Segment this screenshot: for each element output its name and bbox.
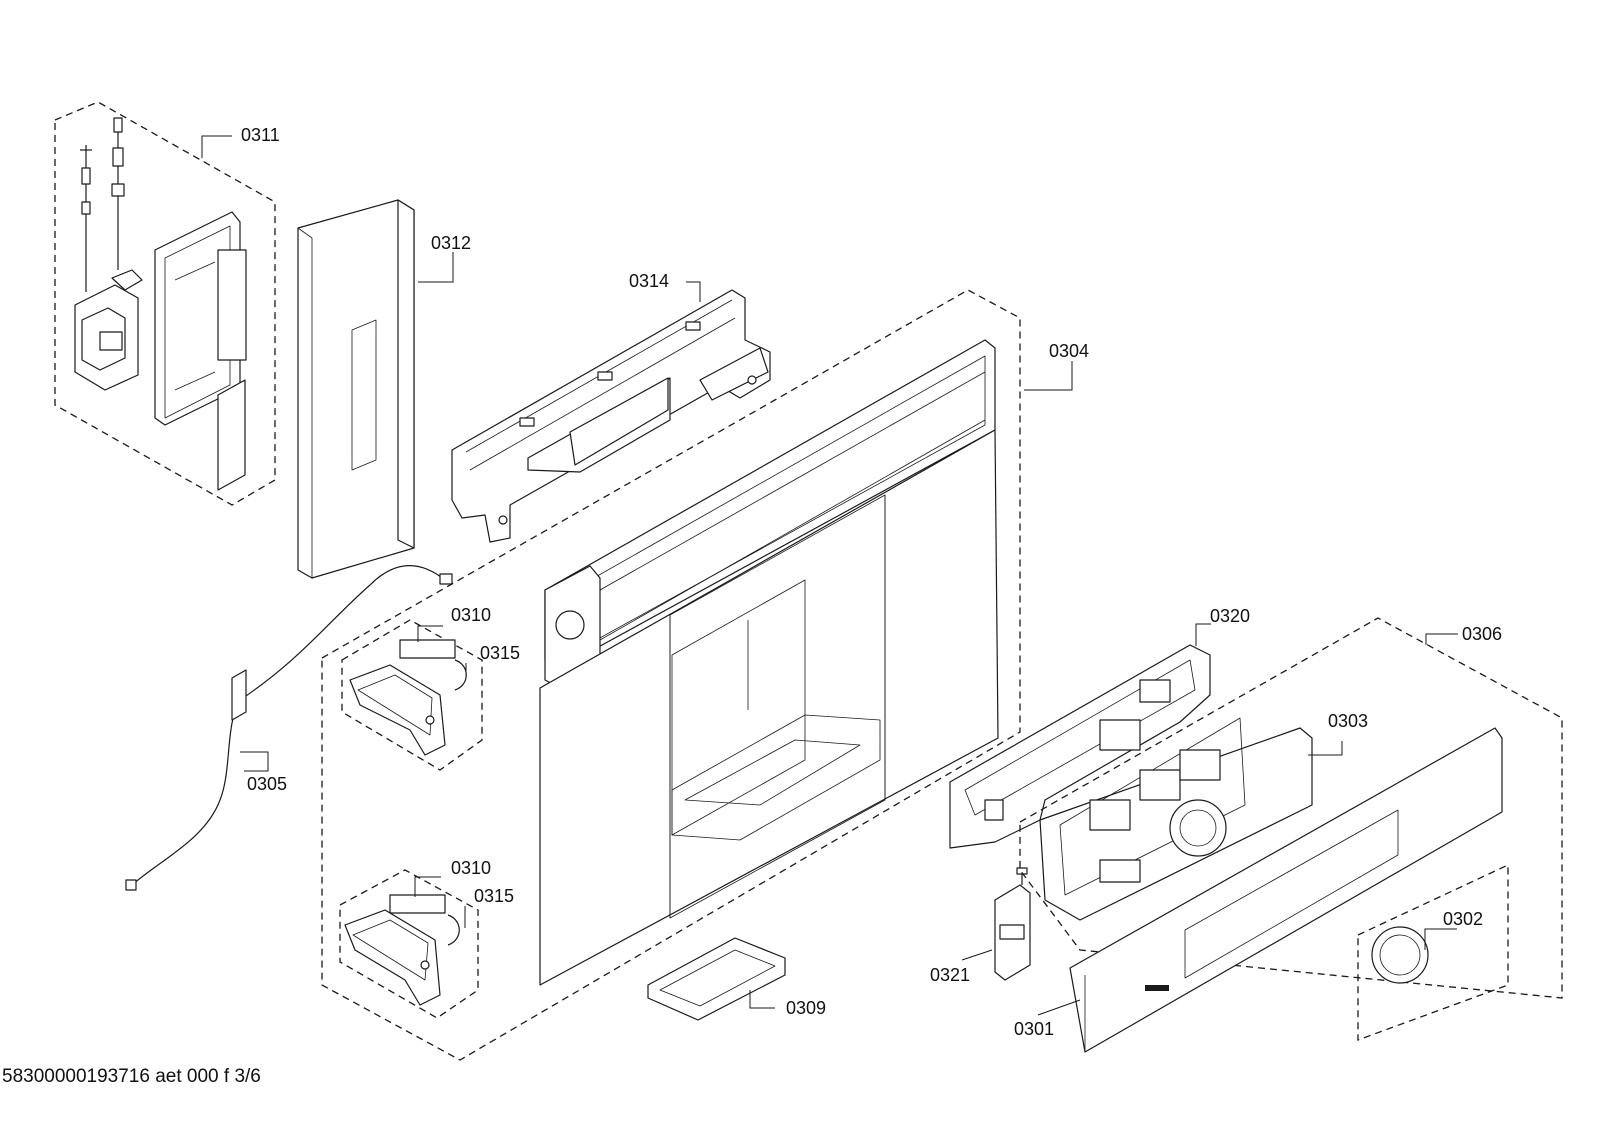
label-0312: 0312 xyxy=(431,233,471,253)
label-0302: 0302 xyxy=(1443,909,1483,929)
label-0304: 0304 xyxy=(1049,341,1089,361)
label-0306: 0306 xyxy=(1462,624,1502,644)
part-labels: 0311 0312 0314 0304 0310 0315 0305 0310 … xyxy=(241,125,1502,1039)
label-0315-lower: 0315 xyxy=(474,886,514,906)
part-0304-group xyxy=(321,289,1021,1061)
part-0314-bracket xyxy=(451,289,771,543)
label-0320: 0320 xyxy=(1210,606,1250,626)
part-0311-group xyxy=(54,101,276,506)
label-0314: 0314 xyxy=(629,271,669,291)
label-0305: 0305 xyxy=(247,774,287,794)
part-0309-tray xyxy=(647,937,786,1021)
part-0312-cover xyxy=(297,199,415,579)
label-0301: 0301 xyxy=(1014,1019,1054,1039)
label-0310-upper: 0310 xyxy=(451,605,491,625)
part-0310-hinge-lower-group xyxy=(339,869,479,1019)
label-0311: 0311 xyxy=(241,125,280,145)
label-0303: 0303 xyxy=(1328,711,1368,731)
part-0320-carrier xyxy=(949,644,1211,849)
part-0305-cable xyxy=(125,565,453,891)
label-0321: 0321 xyxy=(930,965,970,985)
part-0321-board xyxy=(994,867,1031,981)
part-0306-group xyxy=(1019,617,1563,1053)
label-0310-lower: 0310 xyxy=(451,858,491,878)
label-0315-upper: 0315 xyxy=(480,643,520,663)
leader-lines xyxy=(201,135,1458,1016)
label-0309: 0309 xyxy=(786,998,826,1018)
part-0310-hinge-upper-group xyxy=(341,619,483,771)
document-footer-code: 58300000193716 aet 000 f 3/6 xyxy=(2,1066,261,1087)
